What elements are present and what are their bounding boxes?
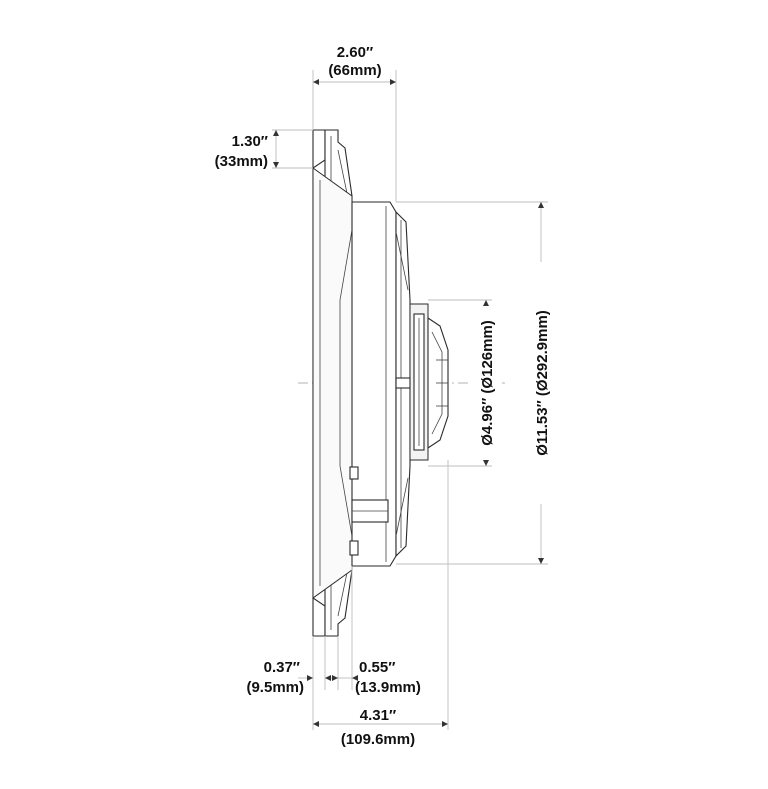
mounting-depth-metric: (66mm) — [328, 62, 381, 79]
mounting-depth-imperial: 2.60″ — [337, 44, 373, 61]
flange-height-metric: (33mm) — [215, 153, 268, 170]
cutout-diameter-label: Ø4.96″ (Ø126mm) — [479, 320, 496, 446]
mounting-tab-upper — [349, 466, 359, 480]
mounting-tab-lower — [349, 540, 359, 556]
total-depth-imperial: 4.31″ — [360, 707, 396, 724]
dim-grille-offset: 0.55″ (13.9mm) — [332, 566, 421, 696]
grille-offset-metric: (13.9mm) — [355, 679, 421, 696]
dim-overall-diameter: Ø11.53″ (Ø292.9mm) — [396, 201, 558, 565]
overall-diameter-label: Ø11.53″ (Ø292.9mm) — [534, 310, 551, 456]
dim-flange-height: 1.30″ (33mm) — [215, 129, 313, 170]
terminal-post — [395, 377, 411, 389]
grille-offset-imperial: 0.55″ — [359, 659, 395, 676]
flange-height-imperial: 1.30″ — [232, 133, 268, 150]
dim-mounting-depth: 2.60″ (66mm) — [312, 44, 397, 202]
total-depth-metric: (109.6mm) — [341, 731, 415, 748]
flange-thickness-metric: (9.5mm) — [246, 679, 304, 696]
dim-total-depth: 4.31″ (109.6mm) — [312, 460, 449, 748]
dim-flange-thickness: 0.37″ (9.5mm) — [246, 636, 340, 696]
grille-face — [312, 167, 353, 599]
flange-thickness-imperial: 0.37″ — [264, 659, 300, 676]
dim-cutout-diameter: Ø4.96″ (Ø126mm) — [428, 299, 502, 467]
speaker-profile — [312, 129, 449, 637]
